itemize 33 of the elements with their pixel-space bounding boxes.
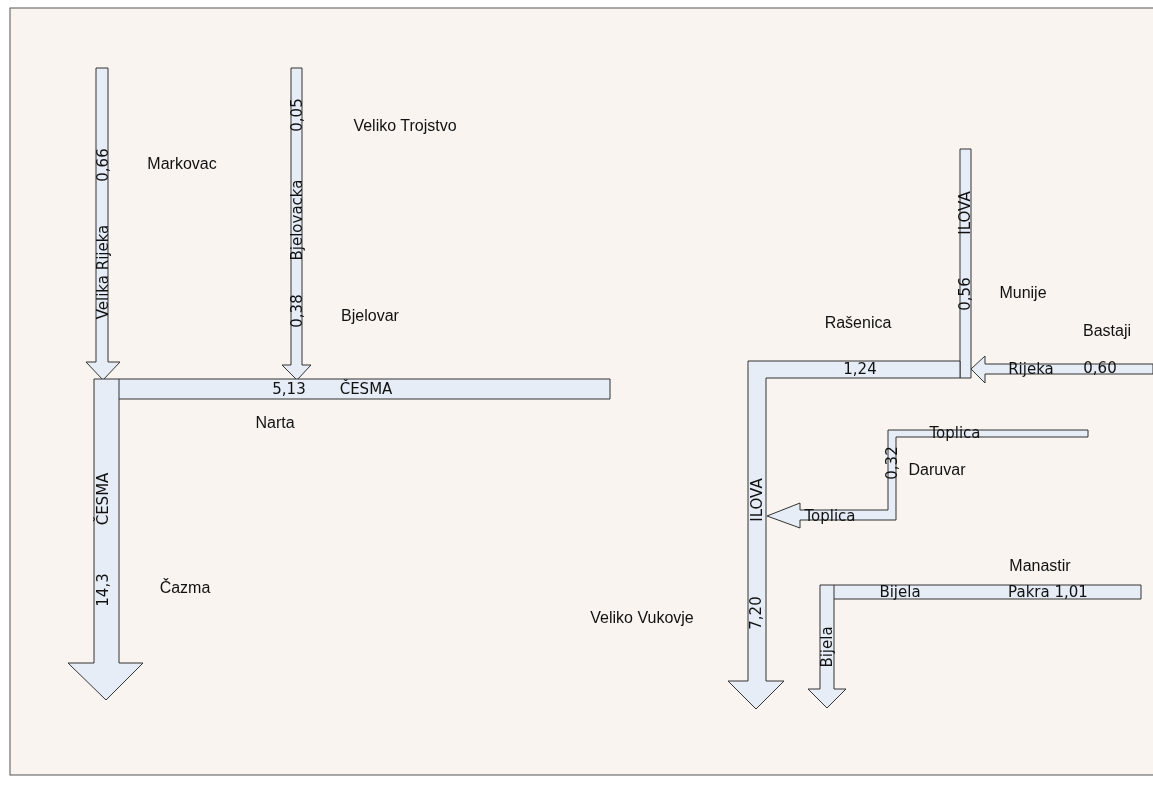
flow-value: 7,20 [747,596,765,630]
river-label: Rijeka [1008,360,1054,378]
river-label: Toplica [804,507,856,525]
place-name: Veliko Trojstvo [353,117,457,135]
place-name: Munije [999,284,1047,302]
flow-value: 0,32 [883,446,901,480]
river-label: Velika Rijeka [94,224,112,320]
flow-value: 14,3 [94,573,112,607]
river-label: ILOVA [956,191,974,235]
flow-value: 0,38 [288,294,306,328]
river-label: Bijela [879,583,921,601]
place-name: Bastaji [1083,322,1131,340]
river-label: ČESMA [339,380,393,398]
place-name: Daruvar [908,461,966,479]
flow-value: 0,66 [94,148,112,182]
river-label: Toplica [929,424,981,442]
place-name: Markovac [147,155,217,173]
place-name: Čazma [159,579,211,597]
river-label: Bijela [818,626,836,668]
flow-value: 0,05 [288,98,306,132]
place-name: Veliko Vukovje [590,609,694,627]
river-label: ČESMA [94,472,112,526]
river-label: Pakra 1,01 [1008,583,1088,601]
river-label: Bjelovacka [288,179,306,261]
flow-value: 0,56 [956,277,974,311]
flow-value: 0,60 [1083,359,1117,377]
place-name: Rašenica [824,314,892,332]
river-label: ILOVA [748,478,766,522]
place-name: Narta [255,414,295,432]
place-name: Manastir [1009,557,1071,575]
flow-value: 5,13 [272,380,306,398]
place-name: Bjelovar [341,307,399,325]
flow-value: 1,24 [843,360,877,378]
